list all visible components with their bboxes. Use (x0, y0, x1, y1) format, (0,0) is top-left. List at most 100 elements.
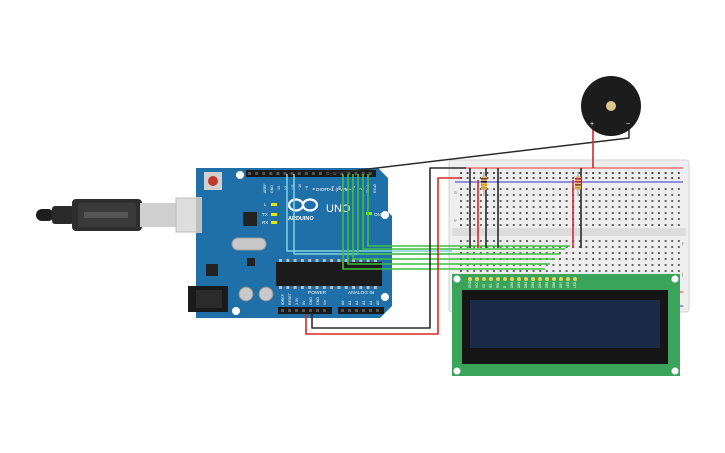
breadboard-hole (625, 224, 627, 226)
breadboard-hole (532, 264, 535, 266)
breadboard-hole (565, 218, 568, 220)
breadboard-hole (526, 206, 528, 208)
breadboard-hole (585, 264, 588, 266)
breadboard-hole (618, 172, 621, 174)
pin-label-9: ~9 (305, 186, 309, 190)
reset-button (204, 172, 222, 190)
resistor-icon (575, 172, 581, 196)
breadboard-hole (644, 177, 647, 179)
breadboard-hole (592, 224, 594, 226)
lcd-pin-label: DB1 (517, 282, 521, 288)
breadboard-hole (486, 177, 489, 179)
breadboard-hole (486, 194, 489, 196)
breadboard-hole (466, 240, 469, 242)
breadboard-hole (559, 212, 561, 214)
breadboard-hole (598, 258, 601, 260)
arduino-logo: ARDUINO (287, 198, 319, 222)
breadboard-hole (671, 200, 674, 202)
breadboard-hole (625, 218, 627, 220)
breadboard-hole (486, 218, 489, 220)
chip-pin (322, 286, 326, 289)
breadboard-hole (519, 264, 522, 266)
usb-chip (243, 212, 257, 226)
lcd-pin-label: RS (489, 284, 493, 288)
breadboard-hole (671, 212, 674, 214)
breadboard-hole (605, 258, 608, 260)
breadboard-hole (677, 206, 680, 208)
breadboard-hole (499, 246, 502, 248)
breadboard-hole (506, 212, 509, 214)
lcd-pin (552, 277, 556, 281)
breadboard-hole (625, 172, 627, 174)
breadboard-hole (651, 224, 654, 226)
breadboard-hole (592, 264, 594, 266)
pin-label-gnd: GND (270, 185, 274, 193)
breadboard-hole (493, 240, 495, 242)
header-hole (348, 309, 351, 312)
wire-green-6 (367, 174, 570, 247)
breadboard-hole (658, 264, 660, 266)
breadboard-hole (479, 212, 482, 214)
breadboard-hole (677, 246, 680, 248)
breadboard-hole (559, 194, 561, 196)
breadboard-hole (545, 252, 548, 254)
lcd-pin-label: DB2 (524, 282, 528, 288)
row-label-j: j (681, 272, 683, 278)
breadboard-hole (512, 172, 515, 174)
wire-red-5v (305, 177, 462, 335)
breadboard-hole (539, 177, 542, 179)
breadboard-hole (460, 246, 462, 248)
breadboard-hole (486, 224, 489, 226)
breadboard-hole (664, 212, 667, 214)
pin-label-2: 2 (359, 188, 363, 190)
breadboard-hole (651, 264, 654, 266)
breadboard-hole (677, 258, 680, 260)
breadboard-hole (506, 188, 509, 190)
breadboard-hole (611, 246, 614, 248)
breadboard-hole (651, 200, 654, 202)
breadboard-hole (631, 246, 634, 248)
breadboard-hole (539, 252, 542, 254)
breadboard-hole (506, 218, 509, 220)
breadboard-hole (618, 224, 621, 226)
breadboard-hole (519, 246, 522, 248)
breadboard-hole (506, 194, 509, 196)
lcd-pin (559, 277, 563, 281)
breadboard-hole (618, 194, 621, 196)
breadboard-hole (585, 188, 588, 190)
breadboard-hole (651, 172, 654, 174)
breadboard-hole (611, 264, 614, 266)
breadboard-hole (658, 240, 660, 242)
breadboard-hole (671, 194, 674, 196)
breadboard-hole (486, 200, 489, 202)
breadboard-hole (611, 188, 614, 190)
lcd-pin (524, 277, 528, 281)
lcd-pin (538, 277, 542, 281)
breadboard-hole (532, 194, 535, 196)
breadboard-hole (460, 218, 462, 220)
chip-pin (322, 259, 326, 262)
breadboard-hole (565, 246, 568, 248)
breadboard-hole (519, 206, 522, 208)
breadboard-hole (625, 194, 627, 196)
breadboard-hole (532, 252, 535, 254)
breadboard-hole (664, 172, 667, 174)
header-hole (316, 309, 319, 312)
pin-label-a3: A3 (362, 301, 366, 305)
breadboard-hole (486, 252, 489, 254)
analog-header (338, 307, 384, 314)
breadboard-hole (506, 177, 509, 179)
breadboard-hole (473, 172, 476, 174)
breadboard-hole (526, 212, 528, 214)
breadboard-hole (460, 252, 462, 254)
breadboard-hole (631, 218, 634, 220)
breadboard-hole (677, 194, 680, 196)
breadboard-hole (526, 224, 528, 226)
breadboard-hole (519, 188, 522, 190)
pin-label-5: ~5 (338, 186, 342, 190)
breadboard-hole (506, 172, 509, 174)
pin-label-a1: A1 (348, 301, 352, 305)
led-l (271, 203, 277, 206)
breadboard-hole (598, 177, 601, 179)
